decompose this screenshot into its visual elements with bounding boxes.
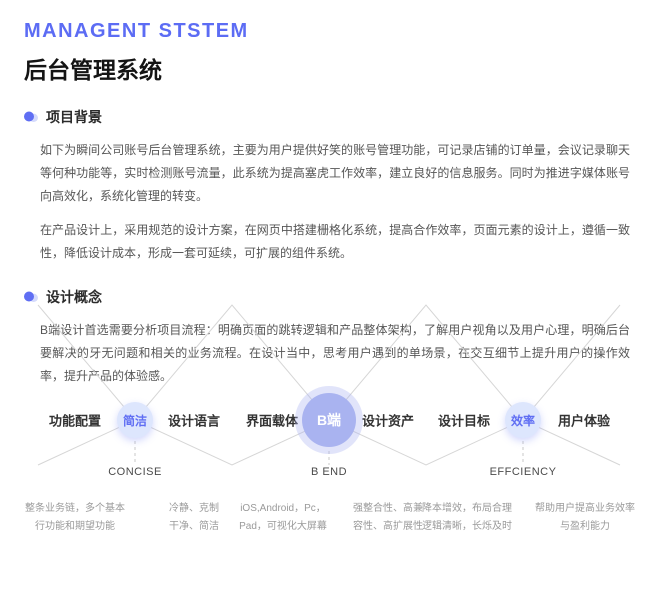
section-heading-row: 项目背景	[24, 107, 630, 127]
diagram-description-5: 降本增效，布局合理 逻辑清晰，长烁及时	[397, 500, 537, 535]
description-line: 降本增效，布局合理	[422, 503, 512, 514]
diagram-description-2: 冷静、克制 干净、简洁	[124, 500, 264, 535]
node-concise: 简洁	[117, 402, 153, 438]
page-header: MANAGENT STSTEM 后台管理系统	[0, 0, 658, 85]
section-heading-row: 设计概念	[24, 287, 630, 307]
section-bullet-icon	[24, 291, 38, 303]
background-paragraph-2: 在产品设计上，采用规范的设计方案，在网页中搭建栅格化系统，提高合作效率，页面元素…	[40, 223, 630, 261]
background-paragraph-1: 如下为瞬间公司账号后台管理系统，主要为用户提供好笑的账号管理功能，可记录店铺的订…	[40, 143, 630, 203]
description-line: Pad，可视化大屏幕	[239, 520, 327, 532]
page-subtitle: MANAGENT STSTEM	[24, 20, 249, 42]
node-en-label-b-end: B END	[310, 466, 348, 478]
section-bullet-icon	[24, 111, 38, 123]
diagram-label-user-experience: 用户体验	[555, 410, 613, 430]
description-line: 行功能和期望功能	[35, 520, 115, 532]
description-line: 干净、简洁	[169, 520, 219, 532]
section-heading: 设计概念	[46, 288, 102, 305]
description-line: 整条业务链，多个基本	[25, 503, 125, 514]
description-line: 与盈利能力	[560, 520, 610, 532]
diagram-description-1: 整条业务链，多个基本 行功能和期望功能	[5, 500, 145, 535]
diagram-label-design-goals: 设计目标	[435, 410, 493, 430]
design-flow-diagram: 功能配置 设计语言 界面载体 设计资产 设计目标 用户体验 简洁 B端 效率 C…	[0, 295, 658, 595]
section-project-background: 项目背景 如下为瞬间公司账号后台管理系统，主要为用户提供好笑的账号管理功能，可记…	[0, 107, 658, 265]
description-line: 强整合性、高兼	[353, 503, 423, 514]
section-heading: 项目背景	[46, 109, 102, 125]
node-en-label-concise: CONCISE	[108, 466, 162, 478]
description-line: 逻辑清晰，长烁及时	[422, 520, 512, 532]
concept-paragraph-1: B端设计首选需要分析项目流程：明确页面的跳转逻辑和产品整体架构，了解用户视角以及…	[40, 322, 630, 383]
diagram-label-design-language: 设计语言	[165, 410, 223, 430]
description-line: 冷静、克制	[169, 503, 219, 514]
description-line: 帮助用户提高业务效率	[535, 503, 635, 514]
node-en-label-efficiency: EFFCIENCY	[489, 466, 557, 478]
diagram-label-function-config: 功能配置	[46, 410, 104, 430]
diagram-description-4: 强整合性、高兼 容性、高扩展性	[318, 500, 458, 535]
node-b-end: B端	[302, 393, 356, 447]
diagram-description-3: iOS,Android，Pc， Pad，可视化大屏幕	[213, 500, 353, 535]
diagram-description-6: 帮助用户提高业务效率 与盈利能力	[515, 500, 655, 535]
description-line: iOS,Android，Pc，	[240, 503, 326, 514]
section-design-concept: 设计概念 B端设计首选需要分析项目流程：明确页面的跳转逻辑和产品整体架构，了解用…	[0, 287, 658, 387]
description-line: 容性、高扩展性	[353, 520, 423, 532]
diagram-label-design-assets: 设计资产	[359, 410, 417, 430]
node-efficiency: 效率	[505, 402, 541, 438]
page-title: 后台管理系统	[24, 57, 162, 83]
diagram-label-interface-carrier: 界面载体	[243, 410, 301, 430]
